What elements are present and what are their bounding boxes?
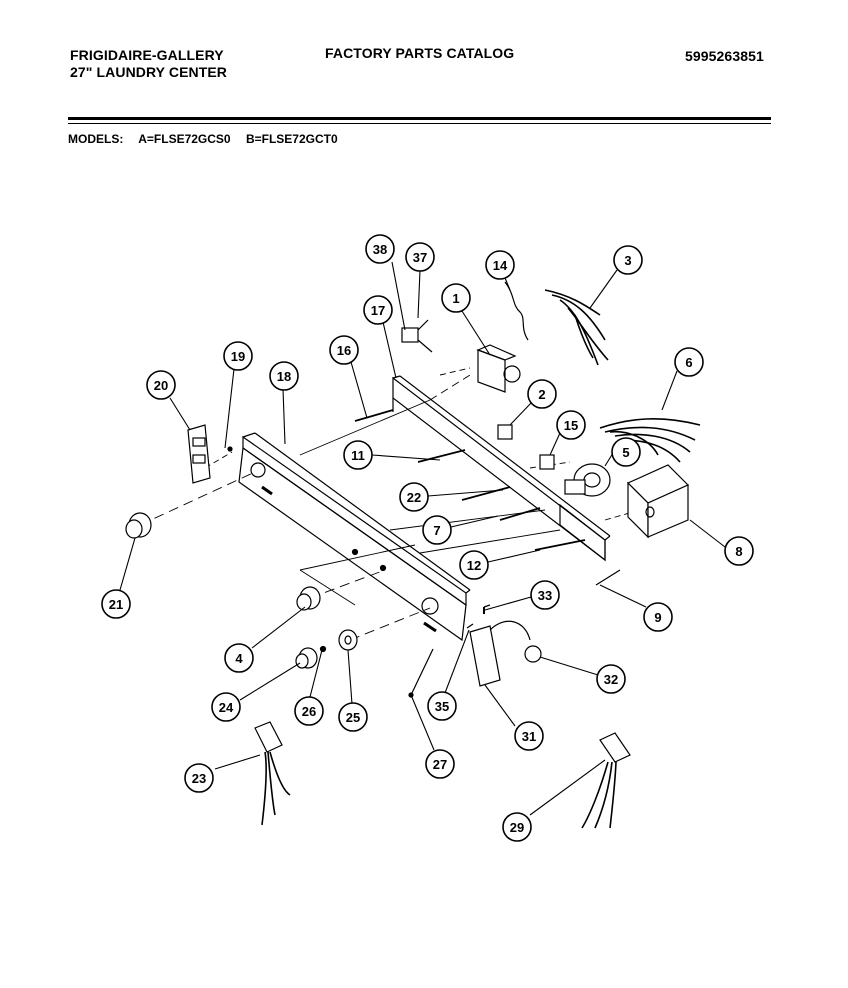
svg-text:2: 2	[538, 387, 545, 402]
svg-text:33: 33	[538, 588, 552, 603]
callout-7: 7	[422, 515, 452, 545]
svg-text:1: 1	[452, 291, 459, 306]
part-3-harness	[544, 289, 609, 366]
callout-25: 25	[338, 702, 368, 732]
rear-bracket	[392, 375, 611, 562]
svg-text:17: 17	[371, 303, 385, 318]
callout-26: 26	[294, 696, 324, 726]
control-panel	[238, 432, 471, 642]
part-4-knob	[296, 586, 321, 611]
callout-22: 22	[399, 482, 429, 512]
svg-text:37: 37	[413, 250, 427, 265]
brand-line-2: 27" LAUNDRY CENTER	[70, 64, 228, 80]
part-14-wire	[504, 281, 529, 341]
models-line: MODELS: A=FLSE72GCS0 B=FLSE72GCT0	[68, 132, 350, 146]
part-24-knob	[295, 647, 318, 669]
svg-text:8: 8	[735, 544, 742, 559]
svg-text:14: 14	[493, 258, 508, 273]
hardware	[227, 409, 621, 698]
brand-title: FRIGIDAIRE-GALLERY 27" LAUNDRY CENTER	[70, 47, 227, 81]
header-rule-thin	[68, 123, 771, 124]
callout-16: 16	[329, 335, 359, 365]
callout-21: 21	[101, 589, 131, 619]
callout-14: 14	[485, 250, 515, 280]
callout-3: 3	[613, 245, 643, 275]
part-29-harness	[581, 732, 631, 829]
model-a: A=FLSE72GCS0	[138, 132, 231, 146]
callout-20: 20	[146, 370, 176, 400]
callout-17: 17	[363, 295, 393, 325]
svg-text:20: 20	[154, 378, 168, 393]
callout-15: 15	[556, 410, 586, 440]
part-23-harness	[254, 721, 291, 826]
part-21-knob	[125, 512, 152, 539]
svg-text:7: 7	[433, 523, 440, 538]
callout-19: 19	[223, 341, 253, 371]
models-label: MODELS:	[68, 132, 124, 146]
svg-text:21: 21	[109, 597, 123, 612]
part-25-washer	[338, 629, 358, 651]
svg-text:29: 29	[510, 820, 524, 835]
svg-text:25: 25	[346, 710, 360, 725]
svg-text:35: 35	[435, 699, 449, 714]
callout-8: 8	[724, 536, 754, 566]
callout-37: 37	[405, 242, 435, 272]
part-8-box	[626, 464, 690, 539]
part-38-switch	[401, 319, 433, 353]
catalog-title: FACTORY PARTS CATALOG	[325, 45, 515, 61]
svg-text:9: 9	[654, 610, 661, 625]
svg-text:12: 12	[467, 558, 481, 573]
leader-lines	[119, 261, 726, 816]
part-31-bracket	[466, 604, 542, 687]
part-20-bracket	[187, 424, 211, 484]
callout-4: 4	[224, 643, 254, 673]
svg-text:38: 38	[373, 242, 387, 257]
callout-23: 23	[184, 763, 214, 793]
header-rule-thick	[68, 117, 771, 120]
svg-text:31: 31	[522, 729, 536, 744]
callout-33: 33	[530, 580, 560, 610]
callout-24: 24	[211, 692, 241, 722]
panel-hole-right	[421, 597, 439, 615]
callout-29: 29	[502, 812, 532, 842]
model-b: B=FLSE72GCT0	[245, 132, 338, 146]
svg-text:27: 27	[433, 757, 447, 772]
callout-32: 32	[596, 664, 626, 694]
svg-text:19: 19	[231, 349, 245, 364]
svg-text:4: 4	[235, 651, 243, 666]
callout-38: 38	[365, 234, 395, 264]
callout-27: 27	[425, 749, 455, 779]
callout-1: 1	[441, 283, 471, 313]
svg-text:24: 24	[219, 700, 234, 715]
part-2-switch	[497, 424, 513, 440]
callout-11: 11	[343, 440, 373, 470]
callout-12: 12	[459, 550, 489, 580]
svg-text:22: 22	[407, 490, 421, 505]
callout-31: 31	[514, 721, 544, 751]
part-15-switch	[539, 454, 555, 470]
svg-text:3: 3	[624, 253, 631, 268]
svg-text:15: 15	[564, 418, 578, 433]
svg-text:5: 5	[622, 445, 629, 460]
callout-18: 18	[269, 361, 299, 391]
callout-5: 5	[611, 437, 641, 467]
part-1-timer	[476, 344, 521, 393]
document-number: 5995263851	[685, 48, 764, 64]
svg-text:18: 18	[277, 369, 291, 384]
svg-text:11: 11	[351, 448, 365, 463]
callout-6: 6	[674, 347, 704, 377]
brand-line-1: FRIGIDAIRE-GALLERY	[70, 47, 224, 63]
assembly-lines	[139, 367, 641, 641]
part-5-motor	[564, 463, 611, 497]
callout-9: 9	[643, 602, 673, 632]
svg-text:16: 16	[337, 343, 351, 358]
callout-2: 2	[527, 379, 557, 409]
svg-text:6: 6	[685, 355, 692, 370]
panel-hole-left	[250, 462, 266, 478]
svg-text:26: 26	[302, 704, 316, 719]
svg-text:32: 32	[604, 672, 618, 687]
callout-35: 35	[427, 691, 457, 721]
svg-text:23: 23	[192, 771, 206, 786]
